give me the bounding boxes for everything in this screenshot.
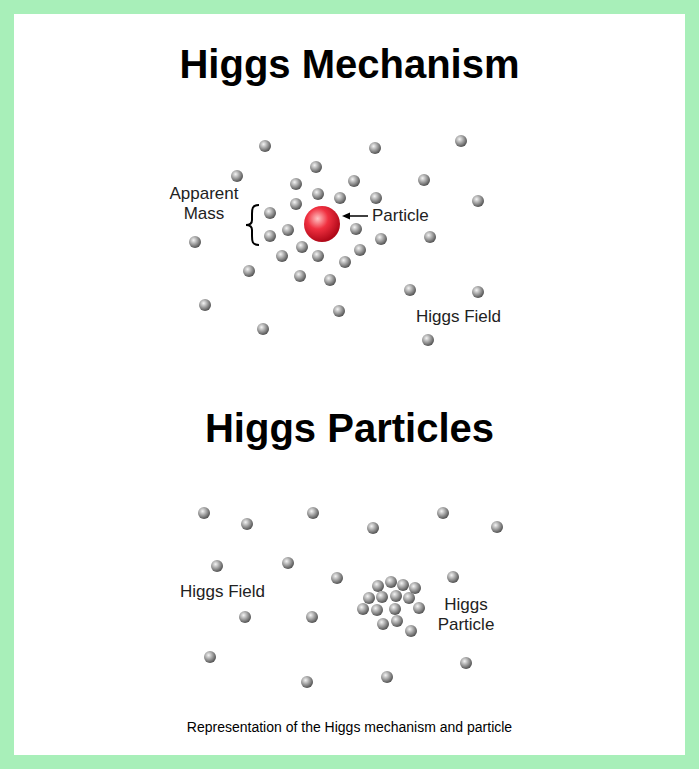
field-dot	[460, 657, 472, 669]
field-dot	[354, 244, 366, 256]
field-label: Higgs Field	[180, 582, 300, 602]
field-dot	[231, 170, 243, 182]
field-label: Higgs Field	[416, 307, 536, 327]
field-dot	[370, 192, 382, 204]
panel	[14, 14, 685, 755]
field-dot	[282, 224, 294, 236]
field-dot	[243, 265, 255, 277]
cluster-dot	[385, 576, 397, 588]
field-label: Apparent Mass	[160, 184, 248, 225]
field-dot	[282, 557, 294, 569]
field-dot	[204, 651, 216, 663]
field-dot	[491, 521, 503, 533]
field-dot	[455, 135, 467, 147]
field-dot	[290, 178, 302, 190]
field-dot	[324, 274, 336, 286]
field-dot	[290, 198, 302, 210]
field-dot	[369, 142, 381, 154]
particle-label: Particle	[372, 206, 462, 226]
field-dot	[307, 507, 319, 519]
field-dot	[264, 230, 276, 242]
cluster-dot	[357, 603, 369, 615]
cluster-dot	[371, 604, 383, 616]
arrowhead	[342, 213, 350, 220]
field-dot	[375, 233, 387, 245]
field-dot	[350, 223, 362, 235]
section-heading: Higgs Particles	[0, 406, 699, 450]
cluster-dot	[372, 580, 384, 592]
cluster-dot	[405, 625, 417, 637]
field-dot	[404, 284, 416, 296]
field-dot	[294, 270, 306, 282]
field-dot	[259, 140, 271, 152]
field-dot	[472, 195, 484, 207]
leader-line	[348, 215, 368, 217]
field-dot	[348, 175, 360, 187]
field-dot	[367, 522, 379, 534]
cluster-dot	[390, 590, 402, 602]
field-dot	[339, 256, 351, 268]
field-dot	[189, 236, 201, 248]
field-dot	[447, 571, 459, 583]
field-dot	[334, 192, 346, 204]
field-dot	[437, 507, 449, 519]
cluster-dot	[377, 618, 389, 630]
title: Higgs Mechanism	[0, 42, 699, 86]
cluster-dot	[403, 592, 415, 604]
cluster-dot	[376, 591, 388, 603]
cluster-dot	[391, 615, 403, 627]
cluster-dot	[397, 579, 409, 591]
field-dot	[333, 305, 345, 317]
particle-label: Higgs Particle	[430, 595, 502, 636]
field-dot	[418, 174, 430, 186]
field-dot	[239, 611, 251, 623]
brace	[246, 205, 259, 245]
field-dot	[312, 250, 324, 262]
field-dot	[276, 250, 288, 262]
field-dot	[424, 231, 436, 243]
field-dot	[211, 560, 223, 572]
field-dot	[422, 334, 434, 346]
field-dot	[296, 241, 308, 253]
particle-sphere	[304, 206, 340, 242]
caption: Representation of the Higgs mechanism an…	[14, 719, 685, 736]
cluster-dot	[389, 603, 401, 615]
field-dot	[264, 207, 276, 219]
field-dot	[331, 572, 343, 584]
cluster-dot	[409, 582, 421, 594]
field-dot	[310, 161, 322, 173]
field-dot	[472, 286, 484, 298]
field-dot	[381, 671, 393, 683]
cluster-dot	[363, 592, 375, 604]
field-dot	[312, 188, 324, 200]
field-dot	[306, 611, 318, 623]
field-dot	[198, 507, 210, 519]
field-dot	[301, 676, 313, 688]
field-dot	[257, 323, 269, 335]
field-dot	[241, 518, 253, 530]
cluster-dot	[413, 602, 425, 614]
field-dot	[199, 299, 211, 311]
